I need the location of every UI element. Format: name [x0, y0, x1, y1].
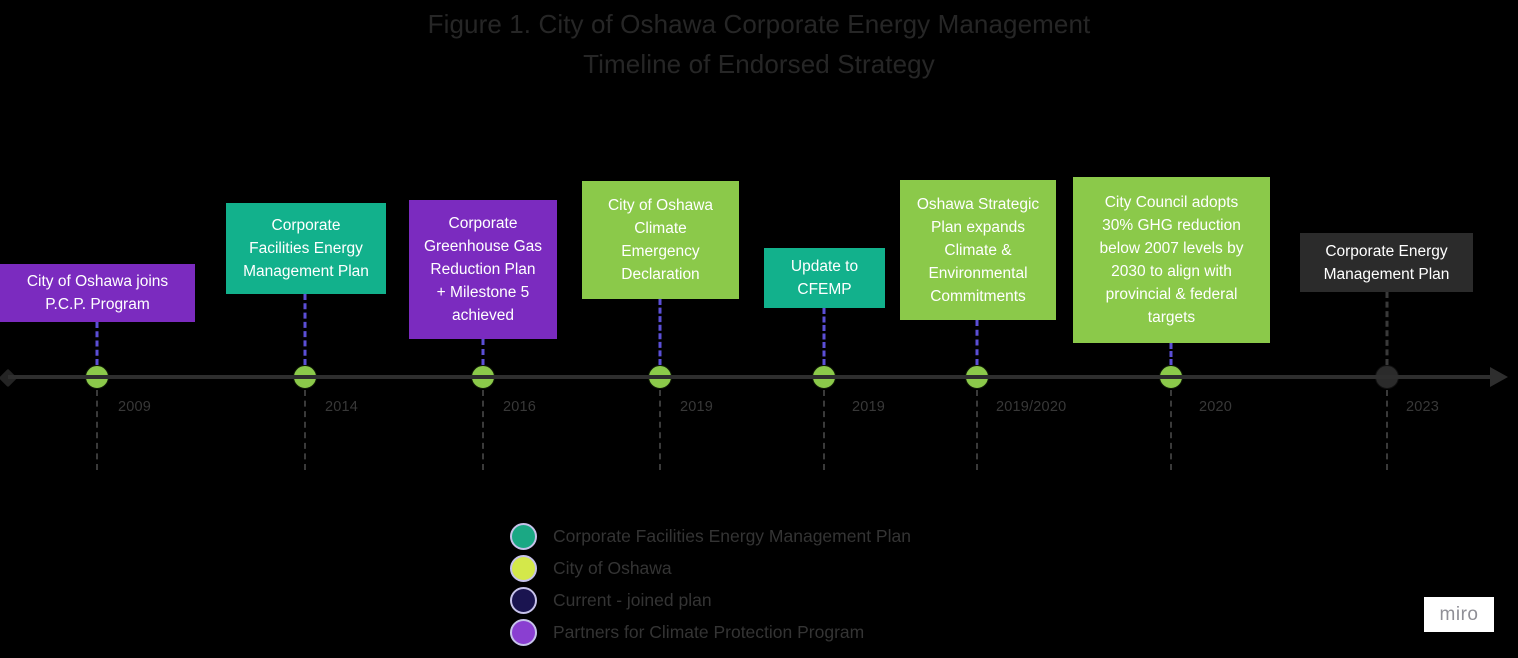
legend-color-swatch-icon — [510, 554, 537, 582]
milestone-guide-line — [304, 390, 306, 470]
milestone-connector — [1385, 292, 1389, 365]
milestone-guide-line — [482, 390, 484, 470]
page-title: Figure 1. City of Oshawa Corporate Energ… — [0, 0, 1518, 84]
milestone-card-label: City Council adopts 30% GHG reduction be… — [1099, 194, 1244, 326]
axis-line — [8, 375, 1500, 379]
legend-item: Current - joined plan — [510, 584, 1210, 616]
milestone-connector — [481, 339, 485, 365]
legend-item: Partners for Climate Protection Program — [510, 616, 1210, 648]
page-title-line-2: Timeline of Endorsed Strategy — [583, 49, 935, 79]
milestone-year-label: 2019 — [852, 399, 886, 415]
milestone-year-label: 2009 — [118, 399, 152, 415]
milestone-card[interactable]: Corporate Greenhouse Gas Reduction Plan … — [409, 200, 557, 339]
milestone-card-label: Corporate Greenhouse Gas Reduction Plan … — [423, 215, 543, 324]
legend-item-label: Partners for Climate Protection Program — [553, 621, 865, 642]
milestone-year-label: 2016 — [503, 399, 537, 415]
legend-color-swatch-icon — [510, 618, 537, 646]
page-title-line-1: Figure 1. City of Oshawa Corporate Energ… — [427, 9, 1091, 39]
milestone-guide-line — [976, 390, 978, 470]
milestone-connector — [1169, 343, 1173, 365]
milestone-card[interactable]: City of Oshawa Climate Emergency Declara… — [582, 181, 739, 299]
milestone-card[interactable]: Update to CFEMP — [764, 248, 885, 308]
milestone-card[interactable]: Corporate Facilities Energy Management P… — [226, 203, 386, 294]
legend-item: Corporate Facilities Energy Management P… — [510, 520, 1210, 552]
milestone-year-label: 2023 — [1406, 399, 1440, 415]
legend-color-swatch-icon — [510, 586, 537, 614]
milestone-card-label: City of Oshawa joins P.C.P. Program — [26, 273, 169, 313]
milestone-connector — [822, 308, 826, 365]
milestone-connector — [975, 320, 979, 365]
milestone-card-label: Corporate Facilities Energy Management P… — [243, 217, 369, 280]
miro-watermark-label: miro — [1439, 603, 1479, 625]
milestone-guide-line — [823, 390, 825, 470]
miro-watermark: miro — [1424, 597, 1494, 632]
legend-item-label: Current - joined plan — [553, 589, 712, 610]
milestone-connector — [95, 322, 99, 365]
milestone-connector — [658, 299, 662, 365]
milestone-card-label: Update to CFEMP — [790, 258, 859, 298]
milestone-card[interactable]: Oshawa Strategic Plan expands Climate & … — [900, 180, 1056, 320]
milestone-guide-line — [659, 390, 661, 470]
milestone-connector — [303, 294, 307, 365]
milestone-card-label: Oshawa Strategic Plan expands Climate & … — [916, 195, 1040, 305]
milestone-guide-line — [96, 390, 98, 470]
milestone-guide-line — [1170, 390, 1172, 470]
milestone-card-label: City of Oshawa Climate Emergency Declara… — [607, 197, 714, 283]
milestone-year-label: 2019/2020 — [996, 399, 1067, 415]
milestone-year-label: 2020 — [1199, 399, 1233, 415]
timeline-axis — [0, 367, 1518, 388]
legend-color-swatch-icon — [510, 522, 537, 550]
milestone-card-label: Corporate Energy Management Plan — [1323, 242, 1450, 283]
axis-arrow-icon — [1490, 367, 1508, 387]
legend: Corporate Facilities Energy Management P… — [510, 520, 1210, 648]
legend-item-label: City of Oshawa — [553, 557, 672, 578]
legend-item-label: Corporate Facilities Energy Management P… — [553, 525, 911, 546]
milestone-card[interactable]: City of Oshawa joins P.C.P. Program — [0, 264, 195, 322]
milestone-card[interactable]: Corporate Energy Management Plan — [1300, 233, 1473, 292]
milestone-guide-line — [1386, 390, 1388, 470]
milestone-year-label: 2014 — [325, 399, 359, 415]
legend-item: City of Oshawa — [510, 552, 1210, 584]
milestone-year-label: 2019 — [680, 399, 714, 415]
milestone-card[interactable]: City Council adopts 30% GHG reduction be… — [1073, 177, 1270, 343]
